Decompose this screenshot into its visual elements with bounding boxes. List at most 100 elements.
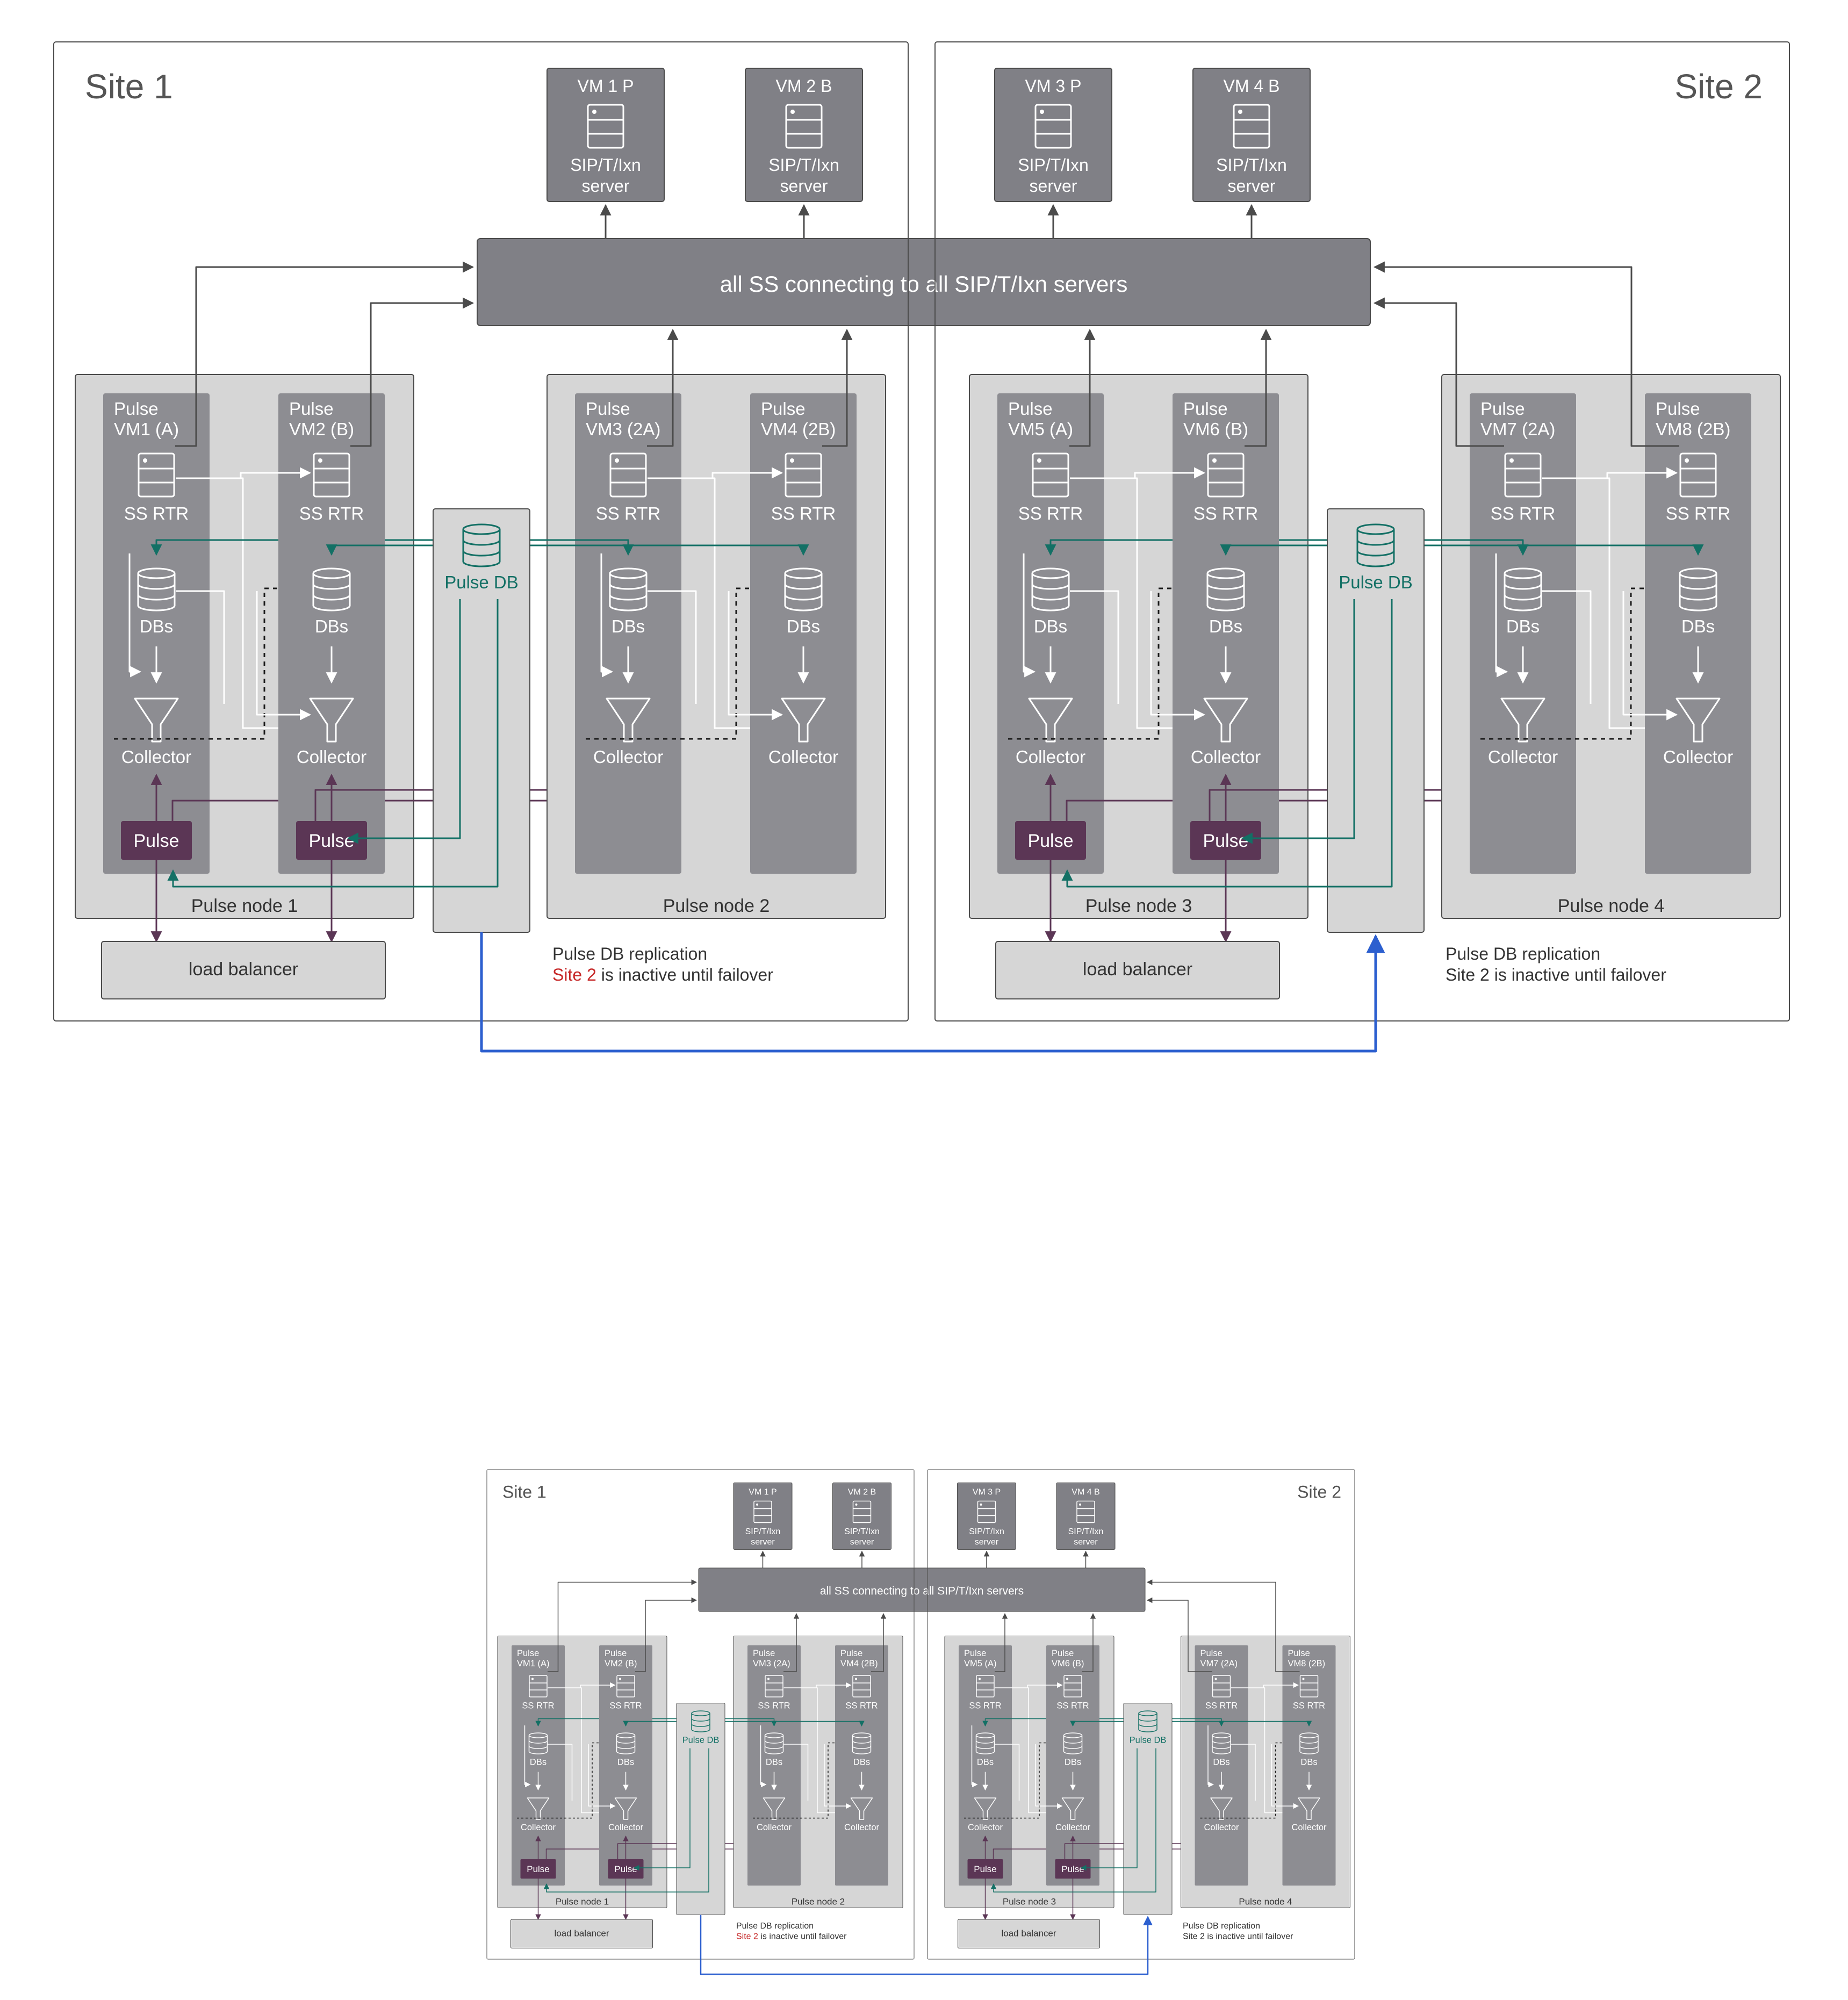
- site2-pulse-vm-column: [1173, 393, 1279, 874]
- database-icon: [137, 567, 176, 611]
- thumb-site1-pulse-box: [520, 1859, 556, 1879]
- thumb-site1-pulse-vm-title: Pulse: [517, 1649, 539, 1658]
- site2-pulse-vm-title: Pulse: [1008, 399, 1053, 419]
- thumb-site1-rtr-to-collector: [524, 1725, 531, 1788]
- thumb-database-icon: [1063, 1732, 1083, 1754]
- thumb-site2-pulse-vm-column: [1046, 1645, 1099, 1886]
- thumb-database-icon: [616, 1732, 636, 1754]
- site2-note-line1: Pulse DB replication: [1446, 944, 1600, 963]
- server-icon: [1032, 452, 1069, 498]
- site1-dbs-label: DBs: [787, 616, 820, 636]
- thumb-funnel-icon: [850, 1797, 873, 1820]
- thumb-site1-rtr-to-collector: [760, 1725, 767, 1788]
- site1-vm-server-2: [745, 68, 863, 202]
- thumb-site1-load-balancer-label: load balancer: [554, 1929, 609, 1939]
- site1-collector-label: Collector: [593, 747, 663, 767]
- thumb-funnel-icon: [1210, 1797, 1233, 1820]
- thumb-site2-dbs-label: DBs: [1065, 1758, 1081, 1767]
- server-icon: [609, 452, 647, 498]
- thumb-site2-collector-label: Collector: [968, 1823, 1003, 1832]
- site2-rtr-flow-b: [1606, 467, 1678, 479]
- thumb-database-icon: [975, 1732, 995, 1754]
- thumb-funnel-icon: [974, 1797, 997, 1820]
- site1-title: Site 1: [85, 67, 173, 106]
- thumb-server-icon: [765, 1675, 783, 1697]
- server-icon: [1504, 452, 1542, 498]
- database-icon: [609, 567, 648, 611]
- thumb-site2-pulse-vm-title: VM5 (A): [964, 1659, 997, 1668]
- thumb-server-icon: [529, 1675, 548, 1697]
- thumb-site2-db-flow: [1231, 1744, 1256, 1801]
- thumb-server-icon: [852, 1675, 871, 1697]
- thumb-site2-pulsedb-to-dbs: [1070, 1721, 1148, 1727]
- site2-vm-label: server: [1228, 176, 1276, 196]
- thumb-site2-dbs-label: DBs: [1300, 1758, 1317, 1767]
- site1-pulse-box: [121, 821, 192, 860]
- thumb-site1-vm-title: VM 1 P: [749, 1488, 776, 1497]
- thumb-site2-pulse-vm-column: [1195, 1645, 1248, 1886]
- site2-pulse-vm-title: Pulse: [1480, 399, 1525, 419]
- funnel-icon: [1500, 697, 1545, 743]
- site1-vm-label: SIP/T/Ixn: [768, 155, 839, 175]
- thumb-site2-load-balancer-label: load balancer: [1001, 1929, 1056, 1939]
- site1-rtr-to-collector: [128, 553, 142, 678]
- thumb-note-rest: is inactive until failover: [758, 1932, 847, 1941]
- site2-vm-title: VM 4 B: [1224, 76, 1280, 96]
- thumb-server-icon: [1212, 1675, 1231, 1697]
- site2-load-balancer: [995, 941, 1280, 999]
- site1-rtr-flow-b: [711, 467, 783, 479]
- site1-pulse-vm-column: [750, 393, 857, 874]
- site2-pulse-vm-title: VM8 (2B): [1656, 419, 1730, 439]
- site2-db-flow-b: [1150, 591, 1206, 721]
- thumb-site1-collector-label: Collector: [608, 1823, 644, 1832]
- thumb-funnel-icon: [527, 1797, 550, 1820]
- site1-dbs-label: DBs: [612, 616, 645, 636]
- thumb-site1-note-line1: Pulse DB replication: [736, 1922, 814, 1931]
- thumb-site1-pulsedb-to-pulse-a: [543, 1748, 709, 1893]
- thumb-site1-pulsedb-column: [676, 1703, 725, 1915]
- thumb-site2-rtr-to-collector: [971, 1725, 978, 1788]
- server-icon: [313, 452, 350, 498]
- thumb-site1-dbs-label: DBs: [530, 1758, 547, 1767]
- site1-db-flow: [648, 590, 697, 704]
- thumb-site1-pulse-vm-title: Pulse: [605, 1649, 627, 1658]
- thumb-site2-ss-rtr-label: SS RTR: [969, 1701, 1001, 1711]
- thumb-site1-collector-label: Collector: [844, 1823, 880, 1832]
- site2-rtr-flow: [1542, 477, 1679, 734]
- thumb-site2-load-balancer: [958, 1919, 1100, 1948]
- site2-dbs-label: DBs: [1034, 616, 1067, 636]
- thumb-site1-pulse-vm-title: VM2 (B): [605, 1659, 637, 1668]
- site1-rtr-to-bar: [647, 328, 679, 447]
- site2-db-flow: [1070, 590, 1119, 704]
- site2-dbs-label: DBs: [1681, 616, 1715, 636]
- site1-db-flow-b: [256, 591, 312, 721]
- thumb-site2-rtr-flow-b: [1027, 1682, 1063, 1688]
- site1-rtr-to-bar: [350, 297, 474, 447]
- thumb-site2-node-label: Pulse node 4: [1239, 1897, 1292, 1907]
- thumb-database-icon: [1138, 1710, 1157, 1732]
- thumb-database-icon: [691, 1710, 710, 1732]
- site2-vm-label: SIP/T/Ixn: [1216, 155, 1287, 175]
- thumb-site2-db-flow-b: [1271, 1744, 1299, 1809]
- site1-dbs-label: DBs: [140, 616, 173, 636]
- site1-pulse-vm-title: Pulse: [289, 399, 334, 419]
- thumb-site1-pulse-label: Pulse: [527, 1864, 550, 1874]
- site2-vm-title: VM 3 P: [1025, 76, 1082, 96]
- site2-rtr-to-bar: [1069, 328, 1096, 447]
- site1-load-balancer-label: load balancer: [189, 959, 298, 980]
- thumb-site1-ss-rtr-label: SS RTR: [845, 1701, 878, 1711]
- site2-pulse-vm-column: [1470, 393, 1576, 874]
- funnel-icon: [1028, 697, 1073, 743]
- site1-pulse-vm-title: Pulse: [114, 399, 159, 419]
- thumb-database-icon: [852, 1732, 872, 1754]
- thumb-site2-pulse-vm-title: Pulse: [1200, 1649, 1223, 1658]
- site2-pulse-vm-title: Pulse: [1183, 399, 1228, 419]
- thumb-site1-title: Site 1: [502, 1483, 547, 1502]
- site1-pulse-vm-title: Pulse: [761, 399, 806, 419]
- thumb-server-icon: [1299, 1675, 1319, 1697]
- site2-pulse-vm-title: VM6 (B): [1183, 419, 1248, 439]
- site2-pulse-label: Pulse: [1027, 831, 1073, 851]
- site2-pulse-vm-title: Pulse: [1656, 399, 1700, 419]
- site1-pulse-box: [296, 821, 367, 860]
